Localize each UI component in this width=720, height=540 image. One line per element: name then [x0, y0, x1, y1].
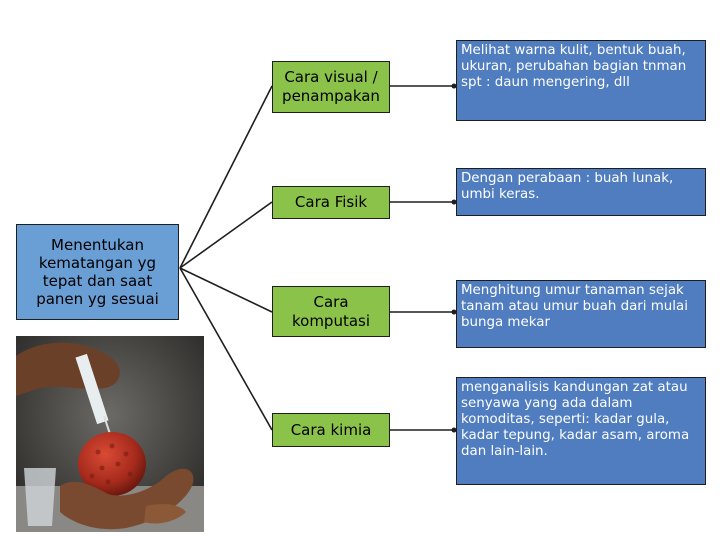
root-node: Menentukan kematangan yg tepat dan saat …	[16, 224, 179, 320]
method-node-label: Cara visual / penampakan	[282, 68, 380, 105]
method-node-visual: Cara visual / penampakan	[272, 61, 390, 113]
description-box-fisik: Dengan perabaan : buah lunak, umbi keras…	[456, 168, 706, 216]
description-box-kimia: menganalisis kandungan zat atau senyawa …	[456, 377, 706, 485]
root-node-label: Menentukan kematangan yg tepat dan saat …	[36, 236, 159, 308]
description-text: menganalisis kandungan zat atau senyawa …	[461, 380, 690, 459]
method-node-label: Cara Fisik	[294, 193, 368, 211]
description-text: Melihat warna kulit, bentuk buah, ukuran…	[461, 43, 687, 90]
method-node-kimia: Cara kimia	[272, 413, 390, 447]
description-text: Menghitung umur tanaman sejak tanam atau…	[461, 283, 688, 330]
connector-root-visual	[179, 85, 273, 269]
method-node-fisik: Cara Fisik	[272, 186, 390, 219]
method-node-label: Cara kimia	[290, 420, 372, 439]
description-box-komputasi: Menghitung umur tanaman sejak tanam atau…	[456, 280, 706, 348]
description-text: Dengan perabaan : buah lunak, umbi keras…	[461, 171, 674, 202]
connector-root-kimia	[179, 267, 273, 431]
fruit-injection-photo	[16, 336, 204, 532]
description-box-visual: Melihat warna kulit, bentuk buah, ukuran…	[456, 40, 706, 121]
method-node-label: Cara komputasi	[291, 292, 371, 330]
connector-root-fisik	[179, 201, 273, 269]
connector-root-komputasi	[179, 267, 273, 313]
method-node-komputasi: Cara komputasi	[272, 286, 390, 337]
